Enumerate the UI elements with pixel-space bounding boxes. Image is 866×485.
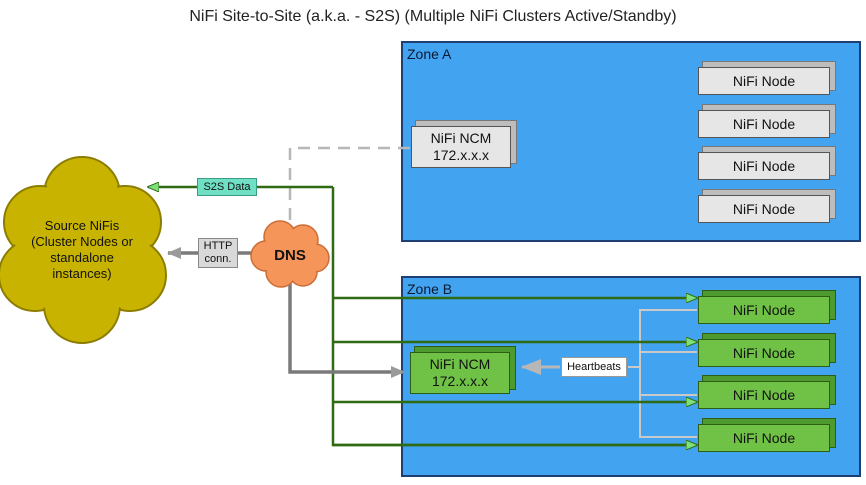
zone-a-node-2: NiFi Node xyxy=(698,110,830,138)
zone-b-node-1: NiFi Node xyxy=(698,296,830,324)
zone-a-node-4: NiFi Node xyxy=(698,195,830,223)
zone-a-node-3: NiFi Node xyxy=(698,152,830,180)
zone-b-node-3: NiFi Node xyxy=(698,381,830,409)
zone-a-label: Zone A xyxy=(407,46,452,62)
s2s-data-label: S2S Data xyxy=(197,178,257,196)
zone-a-node-3-label: NiFi Node xyxy=(732,157,796,174)
diagram-title: NiFi Site-to-Site (a.k.a. - S2S) (Multip… xyxy=(189,8,677,25)
zone-a-node-1: NiFi Node xyxy=(698,67,830,95)
dns-to-ncm-b xyxy=(288,272,405,378)
zone-a-ncm-name: NiFi NCM xyxy=(430,130,492,146)
zone-b-ncm: NiFi NCM 172.x.x.x xyxy=(410,352,510,394)
zone-a-node-4-label: NiFi Node xyxy=(732,200,796,217)
heartbeats-label: Heartbeats xyxy=(561,357,627,377)
zone-a-ncm: NiFi NCM 172.x.x.x xyxy=(411,126,511,168)
zone-b-ncm-ip: 172.x.x.x xyxy=(431,373,489,389)
zone-a-ncm-ip: 172.x.x.x xyxy=(432,147,490,163)
zone-b-node-2-label: NiFi Node xyxy=(732,344,796,361)
source-nifis-label: Source NiFis (Cluster Nodes or standalon… xyxy=(31,218,133,281)
zone-b-node-1-label: NiFi Node xyxy=(732,301,796,318)
s2s-backbone xyxy=(331,187,697,447)
zone-b-ncm-name: NiFi NCM xyxy=(429,356,491,372)
zone-b-label: Zone B xyxy=(407,281,453,297)
zone-b-node-2: NiFi Node xyxy=(698,339,830,367)
zone-a-node-1-label: NiFi Node xyxy=(732,72,796,89)
dns-label: DNS xyxy=(274,246,306,264)
zone-a-node-2-label: NiFi Node xyxy=(732,115,796,132)
zone-b-node-4-label: NiFi Node xyxy=(732,429,796,446)
heartbeat-tree xyxy=(628,309,697,438)
dns-zone-a-dashed-link xyxy=(288,146,410,230)
zone-b-node-4: NiFi Node xyxy=(698,424,830,452)
zone-b-node-3-label: NiFi Node xyxy=(732,386,796,403)
http-conn-label: HTTP conn. xyxy=(198,238,238,268)
